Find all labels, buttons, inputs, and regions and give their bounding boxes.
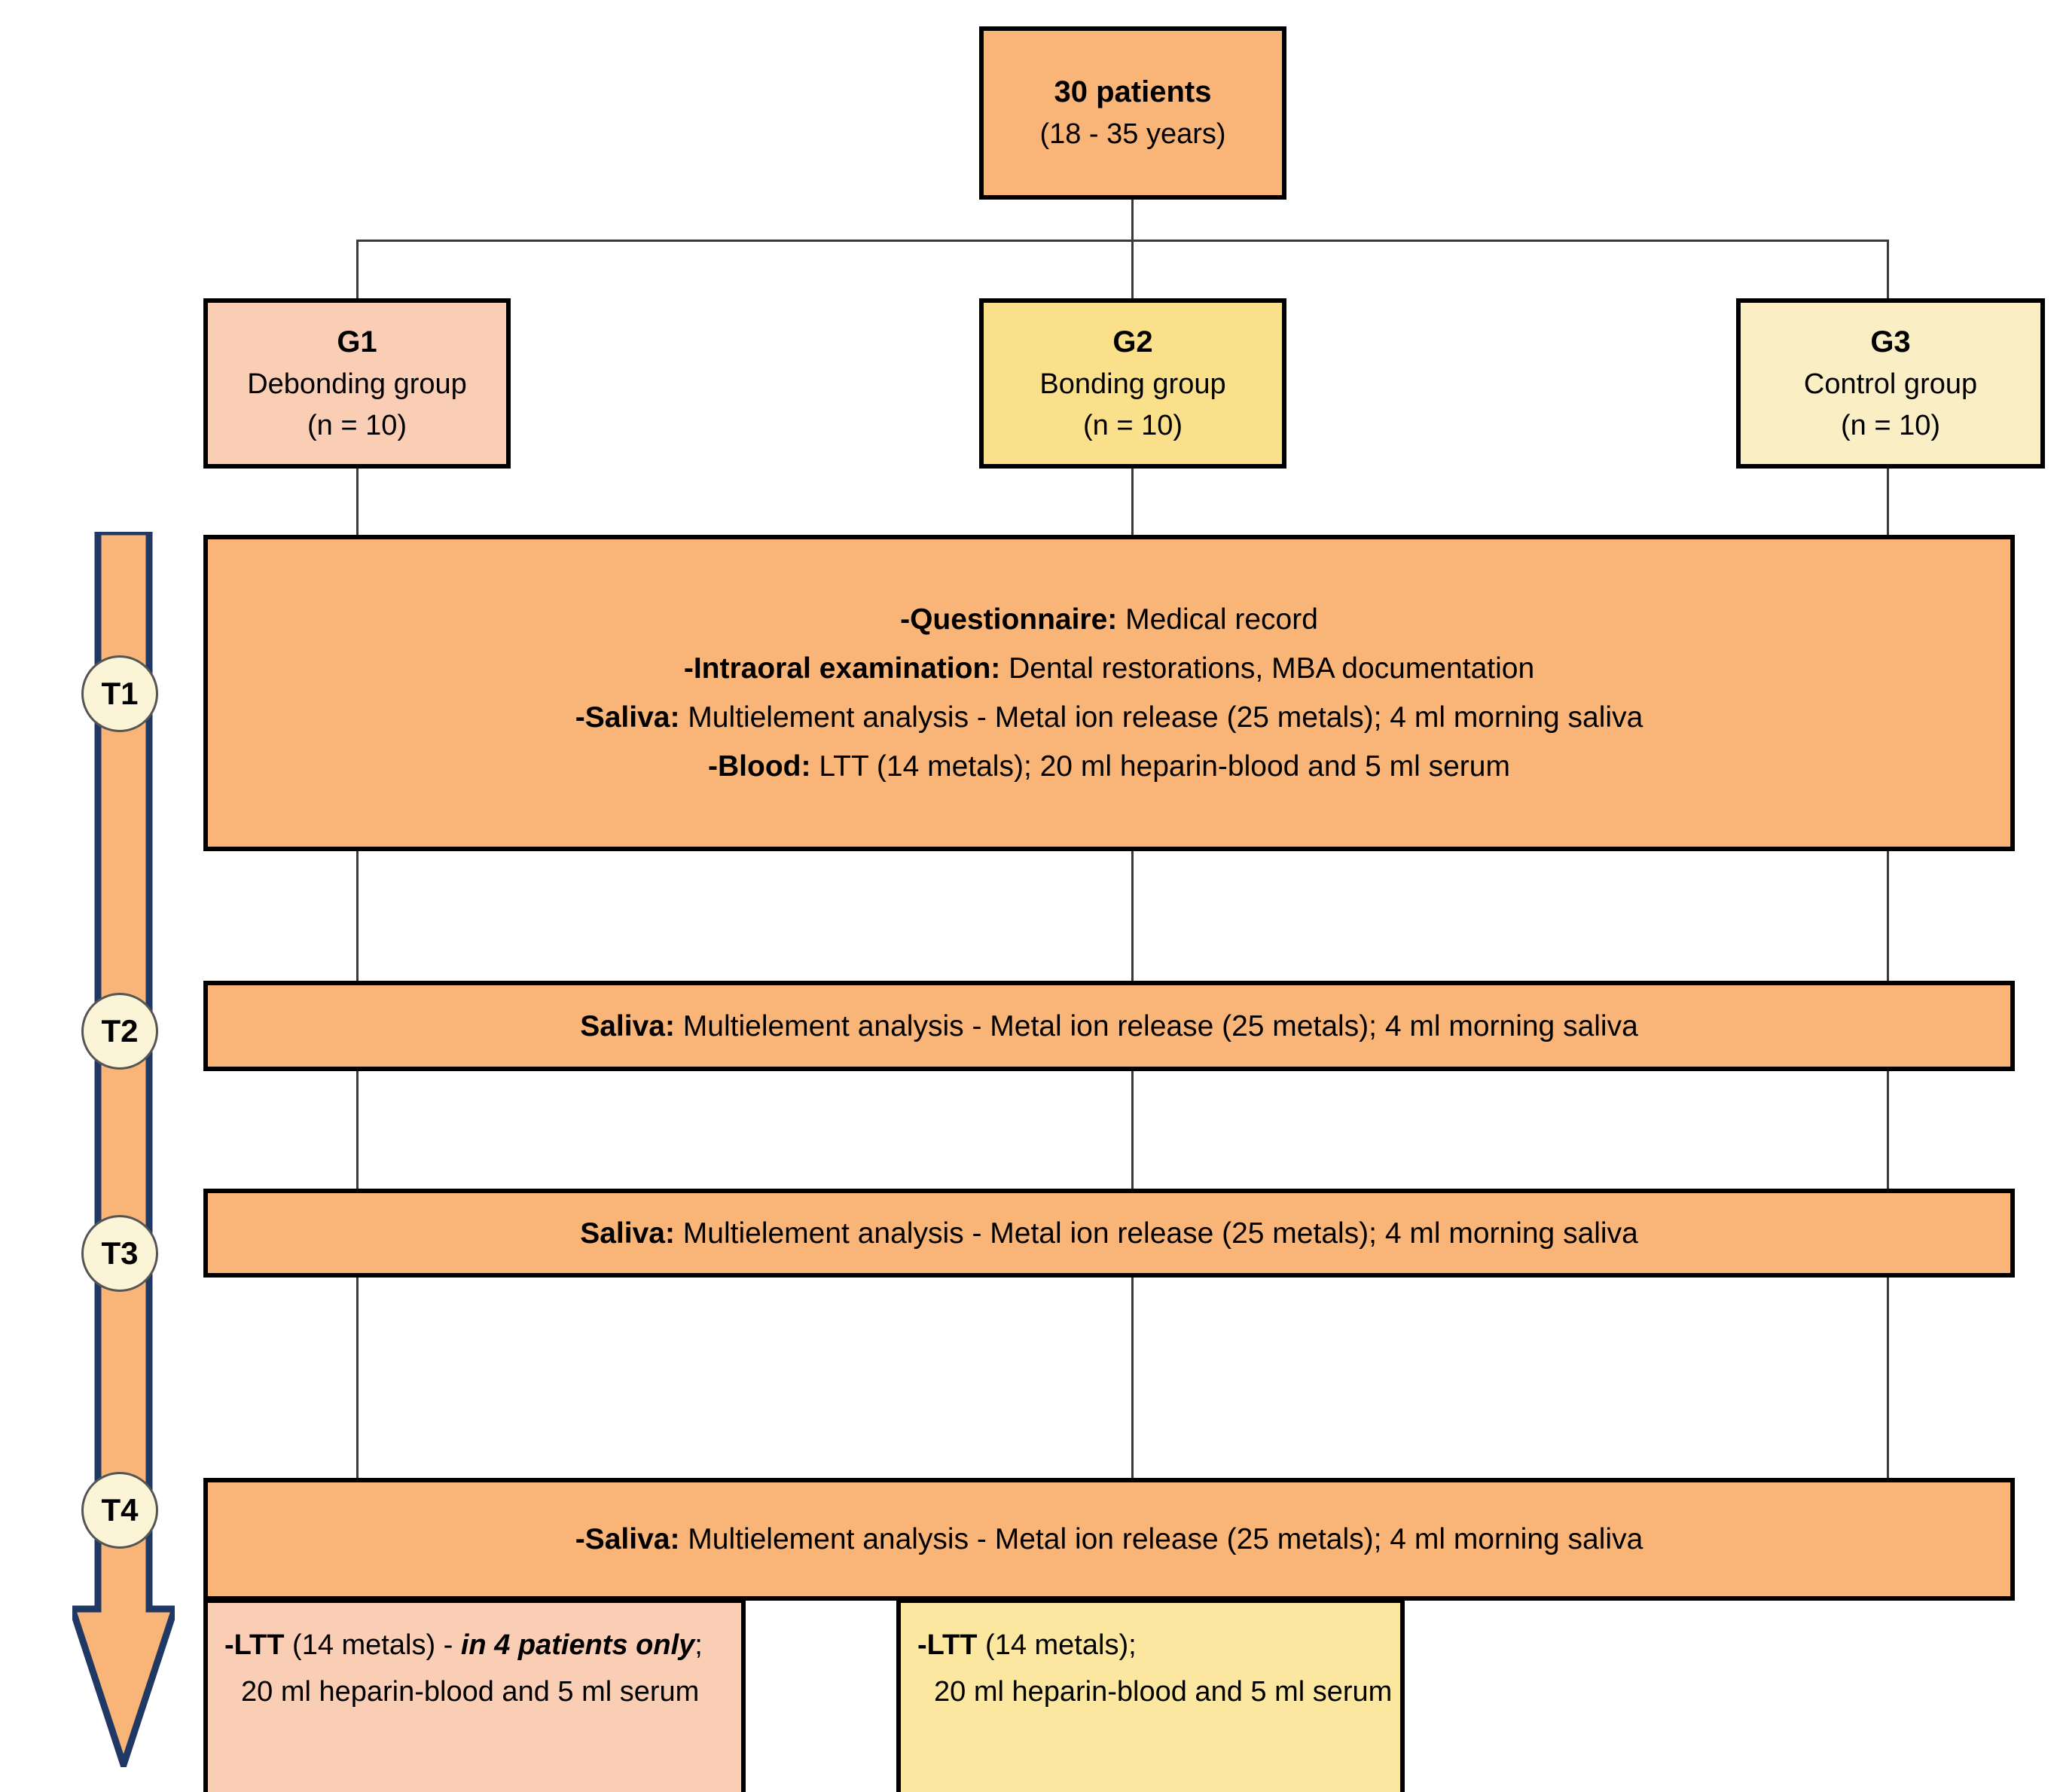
t1-row-intraoral: -Intraoral examination: Dental restorati…: [684, 654, 1534, 683]
t1-row-saliva-text: Multielement analysis - Metal ion releas…: [679, 701, 1643, 734]
timepoint-badge-t1: T1: [81, 655, 158, 732]
panel-t4-ltt-g2: -LTT (14 metals); 20 ml heparin-blood an…: [896, 1598, 1405, 1792]
node-30-patients-title: 30 patients: [1054, 75, 1212, 109]
t4-ltt-g1-line1-mid: (14 metals) -: [284, 1629, 461, 1661]
panel-t1: -Questionnaire: Medical record -Intraora…: [203, 535, 2015, 851]
group-g1-code: G1: [337, 325, 377, 359]
node-group-g2: G2 Bonding group (n = 10): [979, 298, 1286, 469]
group-g2-code: G2: [1112, 325, 1153, 359]
t4-ltt-g1-line1-end: ;: [694, 1629, 703, 1661]
panel-t3: Saliva: Multielement analysis - Metal io…: [203, 1189, 2015, 1278]
timepoint-t3-label: T3: [101, 1235, 139, 1271]
t4-ltt-g2-line1-mid: (14 metals);: [977, 1629, 1137, 1661]
timepoint-badge-t4: T4: [81, 1472, 158, 1549]
panel-t2: Saliva: Multielement analysis - Metal io…: [203, 981, 2015, 1071]
t2-row-saliva-text: Multielement analysis - Metal ion releas…: [674, 1009, 1638, 1043]
group-g2-name: Bonding group: [1039, 368, 1226, 400]
t1-row-saliva: -Saliva: Multielement analysis - Metal i…: [575, 703, 1643, 732]
t4-ltt-g2-line1: -LTT (14 metals);: [917, 1623, 1400, 1669]
t4-ltt-g1-line2: 20 ml heparin-blood and 5 ml serum: [241, 1675, 700, 1708]
t4-ltt-g1-line1-italic: in 4 patients only: [460, 1629, 695, 1661]
node-30-patients-age: (18 - 35 years): [1039, 118, 1226, 151]
group-g1-name: Debonding group: [247, 368, 467, 400]
t3-row-saliva-label: Saliva:: [580, 1217, 675, 1250]
group-g3-name: Control group: [1803, 368, 1978, 400]
node-group-g3: G3 Control group (n = 10): [1736, 298, 2045, 469]
t1-row-questionnaire-text: Medical record: [1117, 603, 1318, 636]
timepoint-badge-t2: T2: [81, 993, 158, 1070]
node-30-patients: 30 patients (18 - 35 years): [979, 26, 1286, 200]
group-g3-code: G3: [1870, 325, 1911, 359]
t1-row-intraoral-text: Dental restorations, MBA documentation: [1000, 652, 1535, 685]
panel-t4-saliva: -Saliva: Multielement analysis - Metal i…: [203, 1478, 2015, 1601]
t4-row-saliva-label: -Saliva:: [575, 1523, 680, 1555]
group-g3-n: (n = 10): [1840, 410, 1941, 441]
panel-t4-ltt-g1: -LTT (14 metals) - in 4 patients only; 2…: [203, 1598, 746, 1792]
timepoint-t2-label: T2: [101, 1013, 139, 1049]
t4-ltt-g1-line1-label: -LTT: [224, 1629, 285, 1661]
t1-row-blood-label: -Blood:: [708, 750, 811, 783]
connector-drop-g2: [1131, 240, 1134, 298]
timepoint-badge-t3: T3: [81, 1215, 158, 1292]
t4-row-saliva-text: Multielement analysis - Metal ion releas…: [679, 1523, 1643, 1555]
timepoint-t4-label: T4: [101, 1492, 139, 1528]
group-g2-n: (n = 10): [1082, 410, 1183, 441]
connector-drop-g1: [356, 240, 359, 298]
t3-row-saliva-text: Multielement analysis - Metal ion releas…: [674, 1217, 1638, 1250]
t1-row-blood: -Blood: LTT (14 metals); 20 ml heparin-b…: [708, 752, 1510, 781]
t1-row-intraoral-label: -Intraoral examination:: [683, 652, 1001, 685]
t1-row-questionnaire-label: -Questionnaire:: [900, 603, 1118, 636]
t1-row-questionnaire: -Questionnaire: Medical record: [900, 605, 1318, 634]
node-group-g1: G1 Debonding group (n = 10): [203, 298, 511, 469]
connector-horizontal-bus: [356, 240, 1887, 242]
group-g1-n: (n = 10): [307, 410, 407, 441]
t4-ltt-g1-line1: -LTT (14 metals) - in 4 patients only;: [224, 1623, 741, 1669]
connector-top-stem: [1131, 200, 1134, 241]
connector-spine-g3: [1887, 469, 1889, 1484]
t4-ltt-g2-line1-label: -LTT: [917, 1629, 978, 1661]
connector-drop-g3: [1887, 240, 1889, 298]
t1-row-saliva-label: -Saliva:: [575, 701, 680, 734]
t3-row-saliva: Saliva: Multielement analysis - Metal io…: [580, 1219, 1638, 1248]
t2-row-saliva-label: Saliva:: [580, 1009, 675, 1043]
timepoint-t1-label: T1: [101, 676, 139, 711]
t1-row-blood-text: LTT (14 metals); 20 ml heparin-blood and…: [810, 750, 1510, 783]
t4-row-saliva: -Saliva: Multielement analysis - Metal i…: [575, 1525, 1643, 1554]
t2-row-saliva: Saliva: Multielement analysis - Metal io…: [580, 1012, 1638, 1041]
t4-ltt-g2-line2: 20 ml heparin-blood and 5 ml serum: [934, 1675, 1393, 1708]
